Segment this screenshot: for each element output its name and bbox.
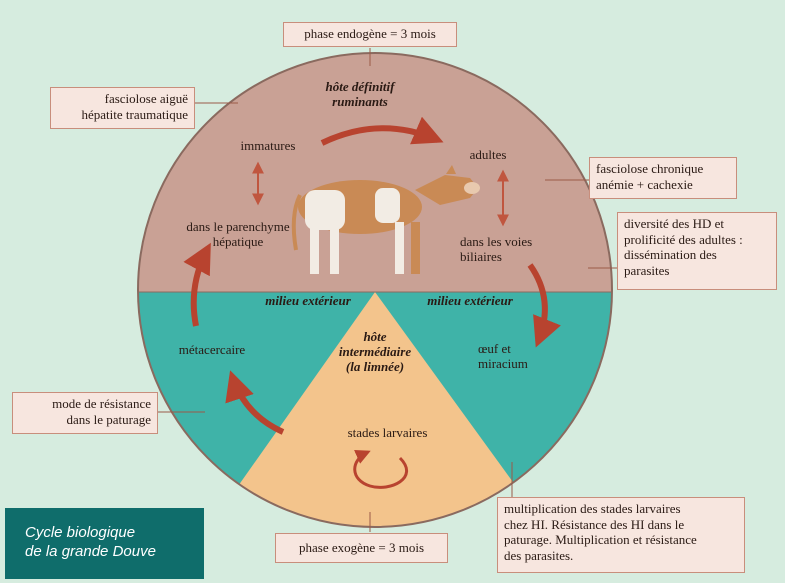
external-environment-label-right: milieu extérieur [427, 293, 513, 308]
stage-adultes: adultes [469, 147, 507, 162]
multiplication-line-4: des parasites. [504, 547, 574, 563]
intermediate-host-line-1: hôte [363, 329, 387, 344]
stage-oeuf-line-1: œuf et [478, 341, 511, 356]
fasciolose-chronique-line-1: fasciolose chronique [596, 161, 704, 176]
fasciolose-chronique-line-2: anémie + cachexie [596, 176, 693, 192]
resistance-line-1: mode de résistance [52, 396, 151, 411]
cycle-arrow-egg-release [527, 263, 561, 348]
diagram-title: Cycle biologique de la grande Douve [5, 508, 204, 579]
stage-parenchyme-line-2: hépatique [212, 233, 264, 249]
diagram-title-line-1: Cycle biologique [25, 524, 136, 541]
stage-parenchyme-line-1: dans le parenchyme [186, 219, 290, 234]
definitive-host-line-1: hôte définitif [325, 79, 395, 94]
fasciolose-chronique-box: fasciolose chronique anémie + cachexie [589, 157, 737, 199]
cycle-arrow-maturation [320, 116, 444, 146]
phase-exogene-box: phase exogène = 3 mois [275, 533, 448, 563]
intermediate-host-line-2: intermédiaire [338, 343, 412, 359]
stage-immatures: immatures [240, 138, 296, 153]
definitive-host-line-2: ruminants [332, 93, 388, 109]
larval-loop-arrow [353, 450, 408, 489]
cycle-circle-outline [137, 52, 613, 528]
fasciolose-aigue-line-1: fasciolose aiguë [104, 91, 188, 106]
cow-icon [291, 165, 480, 274]
stage-voies-biliaires: dans les voies biliaires [460, 234, 570, 265]
intermediate-host-label: hôte intermédiaire (la limnée) [300, 329, 450, 375]
stage-oeuf-line-2: miracium [478, 355, 528, 371]
stage-parenchyme: dans le parenchyme hépatique [168, 219, 308, 250]
intermediate-host-line-3: (la limnée) [345, 358, 405, 374]
cycle-arrow-encystment [225, 370, 285, 435]
resistance-box: mode de résistance dans le paturage [12, 392, 158, 434]
multiplication-line-2: chez HI. Résistance des HI dans le [504, 516, 685, 532]
dissemination-line-3: dissémination des [624, 247, 717, 263]
phase-endogene-box: phase endogène = 3 mois [283, 22, 457, 47]
definitive-host-label: hôte définitif ruminants [295, 79, 425, 110]
dissemination-line-4: parasites [624, 262, 670, 278]
external-environment-label-left: milieu extérieur [265, 293, 351, 308]
diagram-title-line-2: de la grande Douve [25, 542, 156, 560]
resistance-line-2: dans le paturage [66, 411, 151, 427]
stage-metacercaire: métacercaire [178, 342, 246, 357]
multiplication-box: multiplication des stades larvaires chez… [497, 497, 745, 573]
fasciolose-aigue-box: fasciolose aiguë hépatite traumatique [50, 87, 195, 129]
stage-voies-line-2: biliaires [460, 248, 502, 264]
stage-voies-line-1: dans les voies [460, 234, 533, 249]
cycle-arrow-ingestion [183, 242, 211, 327]
intermediate-host-zone [200, 292, 555, 527]
dissemination-line-2: prolificité des adultes : [624, 231, 743, 247]
dissemination-line-1: diversité des HD et [624, 216, 725, 231]
stage-larvaires: stades larvaires [347, 425, 428, 440]
fasciolose-aigue-line-2: hépatite traumatique [81, 106, 188, 122]
multiplication-line-3: paturage. Multiplication et résistance [504, 532, 697, 548]
dissemination-box: diversité des HD et prolificité des adul… [617, 212, 777, 290]
stage-oeuf-miracium: œuf et miracium [478, 341, 558, 372]
multiplication-line-1: multiplication des stades larvaires [504, 501, 681, 516]
